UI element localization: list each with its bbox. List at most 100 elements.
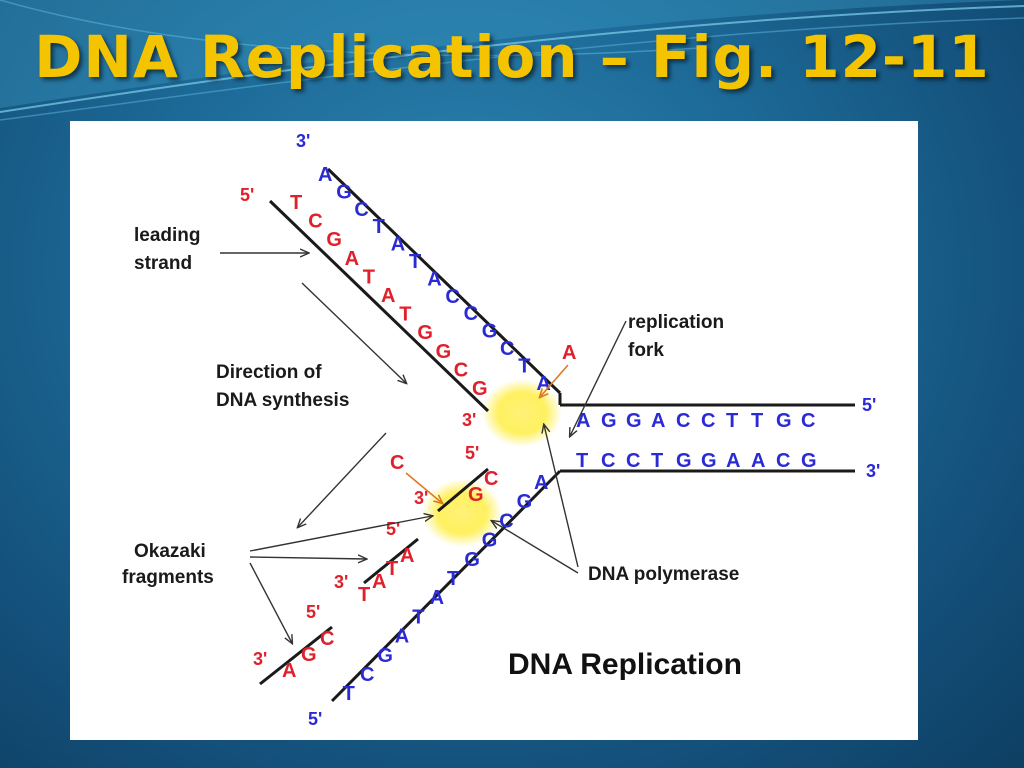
label-dna-polymerase: DNA polymerase bbox=[588, 564, 739, 585]
base-leading-new-8: G bbox=[436, 341, 452, 363]
base-upper-template-6: A bbox=[427, 268, 441, 290]
base-right-bottom-5: G bbox=[701, 450, 717, 472]
base-lower-template-6: A bbox=[430, 587, 444, 609]
base-lower-template-11: T bbox=[343, 683, 355, 705]
base-lower-template-4: G bbox=[464, 549, 480, 571]
base-leading-new-3: A bbox=[345, 248, 359, 270]
base-okazaki1-1: C bbox=[484, 468, 498, 490]
base-lower-template-1: G bbox=[517, 491, 533, 513]
end-label-right-top-5prime: 5' bbox=[862, 395, 876, 415]
base-right-bottom-8: C bbox=[776, 450, 790, 472]
base-okazaki2-1: A bbox=[372, 571, 386, 593]
base-right-top-6: T bbox=[726, 410, 738, 432]
base-okazaki2-2: T bbox=[386, 558, 398, 580]
base-upper-template-1: G bbox=[336, 181, 352, 203]
base-lower-template-3: G bbox=[482, 530, 498, 552]
base-right-top-0: A bbox=[576, 410, 590, 432]
base-leading-new-7: G bbox=[417, 322, 433, 344]
base-upper-template-12: A bbox=[536, 373, 550, 395]
end-label-lower-template-5prime: 5' bbox=[308, 709, 322, 729]
incoming-c-arrow bbox=[405, 472, 442, 503]
label-leading-strand-line1: leading bbox=[134, 225, 201, 246]
base-upper-template-11: T bbox=[518, 355, 530, 377]
title-swoosh-decoration bbox=[0, 0, 1024, 121]
base-right-bottom-3: T bbox=[651, 450, 663, 472]
base-right-bottom-2: C bbox=[626, 450, 640, 472]
label-okazaki-line2: fragments bbox=[122, 567, 214, 588]
base-leading-new-5: A bbox=[381, 285, 395, 307]
base-leading-new-10: G bbox=[472, 378, 488, 400]
okazaki-fragment-1 bbox=[437, 467, 489, 513]
base-right-bottom-6: A bbox=[726, 450, 740, 472]
label-direction-line2: DNA synthesis bbox=[216, 390, 349, 411]
incoming-a-arrow bbox=[540, 364, 569, 397]
base-right-top-4: C bbox=[676, 410, 690, 432]
arrow-direction-lower bbox=[298, 432, 387, 527]
okazaki-fragment-2 bbox=[363, 537, 419, 585]
arrow-polymerase-upper bbox=[544, 425, 579, 568]
arrow-polymerase-lower bbox=[492, 521, 579, 574]
base-right-top-2: G bbox=[626, 410, 642, 432]
base-lower-template-5: T bbox=[447, 568, 459, 590]
end-label-okazaki1-5prime: 5' bbox=[465, 443, 479, 463]
base-right-top-5: C bbox=[701, 410, 715, 432]
end-label-upper-template-3prime: 3' bbox=[296, 131, 310, 151]
leading-strand-backbone bbox=[268, 199, 490, 413]
base-right-bottom-1: C bbox=[601, 450, 615, 472]
base-right-top-3: A bbox=[651, 410, 665, 432]
base-upper-template-7: C bbox=[445, 286, 459, 308]
slide-title: DNA Replication – Fig. 12-11 bbox=[34, 23, 990, 91]
base-okazaki3-1: G bbox=[301, 644, 317, 666]
base-lower-template-8: A bbox=[395, 626, 409, 648]
arrow-okazaki-2 bbox=[249, 557, 366, 559]
label-replication-fork-line2: fork bbox=[628, 340, 664, 361]
base-upper-template-4: A bbox=[391, 234, 405, 256]
base-lower-template-0: A bbox=[534, 472, 548, 494]
base-upper-template-10: C bbox=[500, 338, 514, 360]
incoming-nucleotide-c: C bbox=[390, 452, 404, 474]
base-leading-new-4: T bbox=[363, 266, 375, 288]
base-right-bottom-0: T bbox=[576, 450, 588, 472]
okazaki-fragment-3 bbox=[259, 625, 333, 686]
base-lower-template-10: C bbox=[360, 664, 374, 686]
base-okazaki1-0: G bbox=[468, 484, 484, 506]
label-replication-fork-line1: replication bbox=[628, 312, 724, 333]
base-upper-template-3: T bbox=[373, 216, 385, 238]
base-leading-new-9: C bbox=[454, 359, 468, 381]
base-right-bottom-7: A bbox=[751, 450, 765, 472]
base-right-bottom-4: G bbox=[676, 450, 692, 472]
base-upper-template-0: A bbox=[318, 164, 332, 186]
base-right-top-9: C bbox=[801, 410, 815, 432]
base-okazaki2-3: A bbox=[400, 545, 414, 567]
base-okazaki2-0: T bbox=[358, 584, 370, 606]
base-upper-template-9: G bbox=[482, 321, 498, 343]
arrow-okazaki-3 bbox=[249, 562, 292, 643]
figure-caption: DNA Replication bbox=[508, 648, 742, 681]
base-leading-new-1: C bbox=[308, 211, 322, 233]
end-label-leading-5prime: 5' bbox=[240, 185, 254, 205]
base-upper-template-5: T bbox=[409, 251, 421, 273]
label-direction-line1: Direction of bbox=[216, 362, 322, 383]
arrow-direction-upper bbox=[301, 282, 406, 383]
label-okazaki-line1: Okazaki bbox=[134, 541, 206, 562]
end-label-okazaki3-5prime: 5' bbox=[306, 602, 320, 622]
base-right-bottom-9: G bbox=[801, 450, 817, 472]
upper-template-backbone bbox=[326, 167, 562, 395]
base-leading-new-0: T bbox=[290, 192, 302, 214]
end-label-leading-new-3prime: 3' bbox=[462, 410, 476, 430]
arrow-okazaki-1 bbox=[249, 516, 432, 552]
base-lower-template-7: T bbox=[412, 606, 424, 628]
base-lower-template-9: G bbox=[377, 645, 393, 667]
lower-template-backbone bbox=[330, 469, 562, 703]
end-label-okazaki3-3prime: 3' bbox=[253, 649, 267, 669]
base-right-top-8: G bbox=[776, 410, 792, 432]
base-upper-template-8: C bbox=[464, 303, 478, 325]
end-label-okazaki1-3prime: 3' bbox=[414, 488, 428, 508]
base-okazaki3-2: C bbox=[320, 628, 334, 650]
base-leading-new-6: T bbox=[399, 304, 411, 326]
base-upper-template-2: C bbox=[354, 199, 368, 221]
end-label-okazaki2-3prime: 3' bbox=[334, 572, 348, 592]
base-right-top-7: T bbox=[751, 410, 763, 432]
